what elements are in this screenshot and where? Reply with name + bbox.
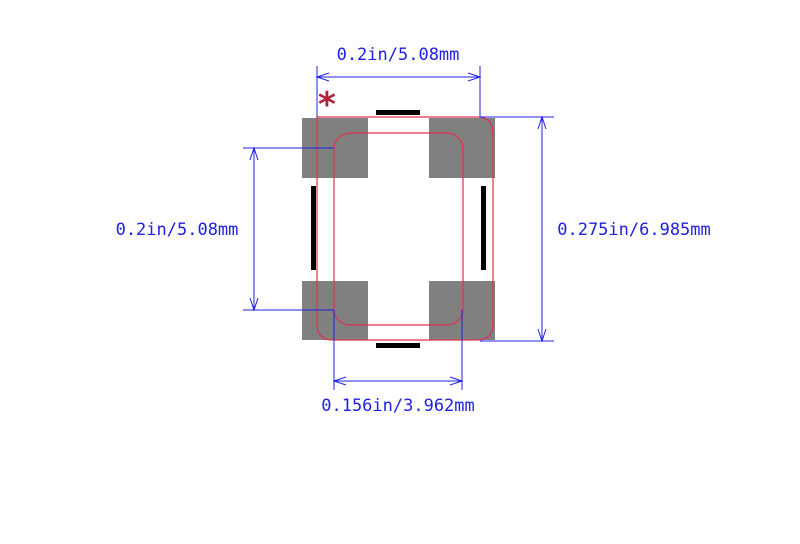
outlines [316, 116, 494, 341]
left-dim-arrow-top [249, 146, 259, 161]
pads [302, 118, 495, 340]
silkscreen-left [311, 186, 316, 270]
left-dim-arrow-bottom [249, 297, 259, 312]
top-dim-arrow-left [315, 72, 330, 82]
courtyard-outline [316, 116, 494, 341]
dimension-lines [243, 66, 554, 390]
right-dim-arrow-bottom [537, 328, 547, 343]
silkscreen-bottom [376, 343, 420, 348]
bottom-dim-arrow-right [449, 376, 464, 386]
pad-top-right [429, 118, 495, 178]
left-height-label: 0.2in/5.08mm [116, 220, 239, 240]
silkscreen [311, 110, 486, 348]
body-outline [333, 132, 464, 326]
pin1-marker: * [318, 85, 336, 125]
bottom-width-label: 0.156in/3.962mm [321, 396, 475, 416]
bottom-dim-arrow-left [332, 376, 347, 386]
silkscreen-top [376, 110, 420, 115]
silkscreen-right [481, 186, 486, 270]
right-dim-arrow-top [537, 115, 547, 130]
right-height-label: 0.275in/6.985mm [557, 220, 711, 240]
top-width-label: 0.2in/5.08mm [337, 45, 460, 65]
top-dim-arrow-right [467, 72, 482, 82]
